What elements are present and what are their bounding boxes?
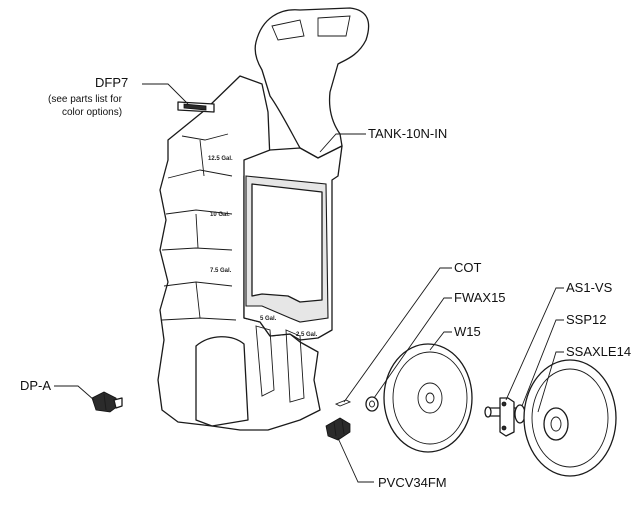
right-wheel-part bbox=[523, 359, 617, 477]
leader-lines bbox=[54, 83, 564, 483]
washer-part bbox=[365, 396, 379, 412]
label-fwax15: FWAX15 bbox=[454, 290, 506, 305]
wheel-part bbox=[383, 343, 473, 453]
gauge-mark-7-5: 7.5 Gal. bbox=[210, 268, 232, 274]
gauge-mark-12-5: 12.5 Gal. bbox=[208, 156, 233, 162]
label-pvcv34fm: PVCV34FM bbox=[378, 475, 447, 490]
drain-plug-part bbox=[91, 391, 123, 413]
label-w15: W15 bbox=[454, 324, 481, 339]
label-dfp7: DFP7 bbox=[95, 75, 128, 90]
tank-body bbox=[157, 7, 370, 431]
pvc-valve-fitting-part bbox=[325, 417, 351, 441]
label-cot: COT bbox=[454, 260, 482, 275]
label-dfp7-note-line2: color options) bbox=[62, 107, 122, 118]
gauge-mark-10: 10 Gal. bbox=[210, 212, 230, 218]
label-tank: TANK-10N-IN bbox=[368, 126, 447, 141]
label-ssp12: SSP12 bbox=[566, 312, 606, 327]
label-ssaxle14: SSAXLE14 bbox=[566, 344, 631, 359]
label-dfp7-note-line1: (see parts list for bbox=[48, 94, 123, 105]
label-as1vs: AS1-VS bbox=[566, 280, 613, 295]
label-dpa: DP-A bbox=[20, 378, 51, 393]
cotter-pin-part bbox=[334, 399, 352, 407]
gauge-mark-5: 5 Gal. bbox=[260, 316, 277, 322]
gauge-mark-2-5: 2.5 Gal. bbox=[296, 332, 318, 338]
